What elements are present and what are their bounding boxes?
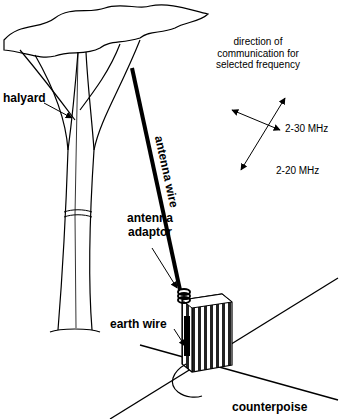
- leader-line: [174, 329, 185, 346]
- part-label: halyard: [3, 92, 46, 106]
- part-label: earth wire: [110, 318, 167, 332]
- antenna-wire: [132, 68, 180, 290]
- part-label: counterpoise: [232, 401, 307, 415]
- note-text: direction of communication for selected …: [202, 36, 314, 71]
- earth-wire: [172, 364, 202, 397]
- counterpoise-wires: [110, 278, 338, 419]
- radio-unit: [182, 294, 232, 372]
- leader-line: [44, 103, 72, 118]
- tree: [4, 5, 208, 332]
- direction-arrows: [232, 98, 285, 170]
- part-label: antenna adaptor: [119, 212, 181, 240]
- frequency-label: 2-20 MHz: [276, 165, 319, 177]
- frequency-label: 2-30 MHz: [285, 123, 328, 135]
- antenna-adaptor: [178, 289, 190, 303]
- leader-line: [152, 248, 177, 288]
